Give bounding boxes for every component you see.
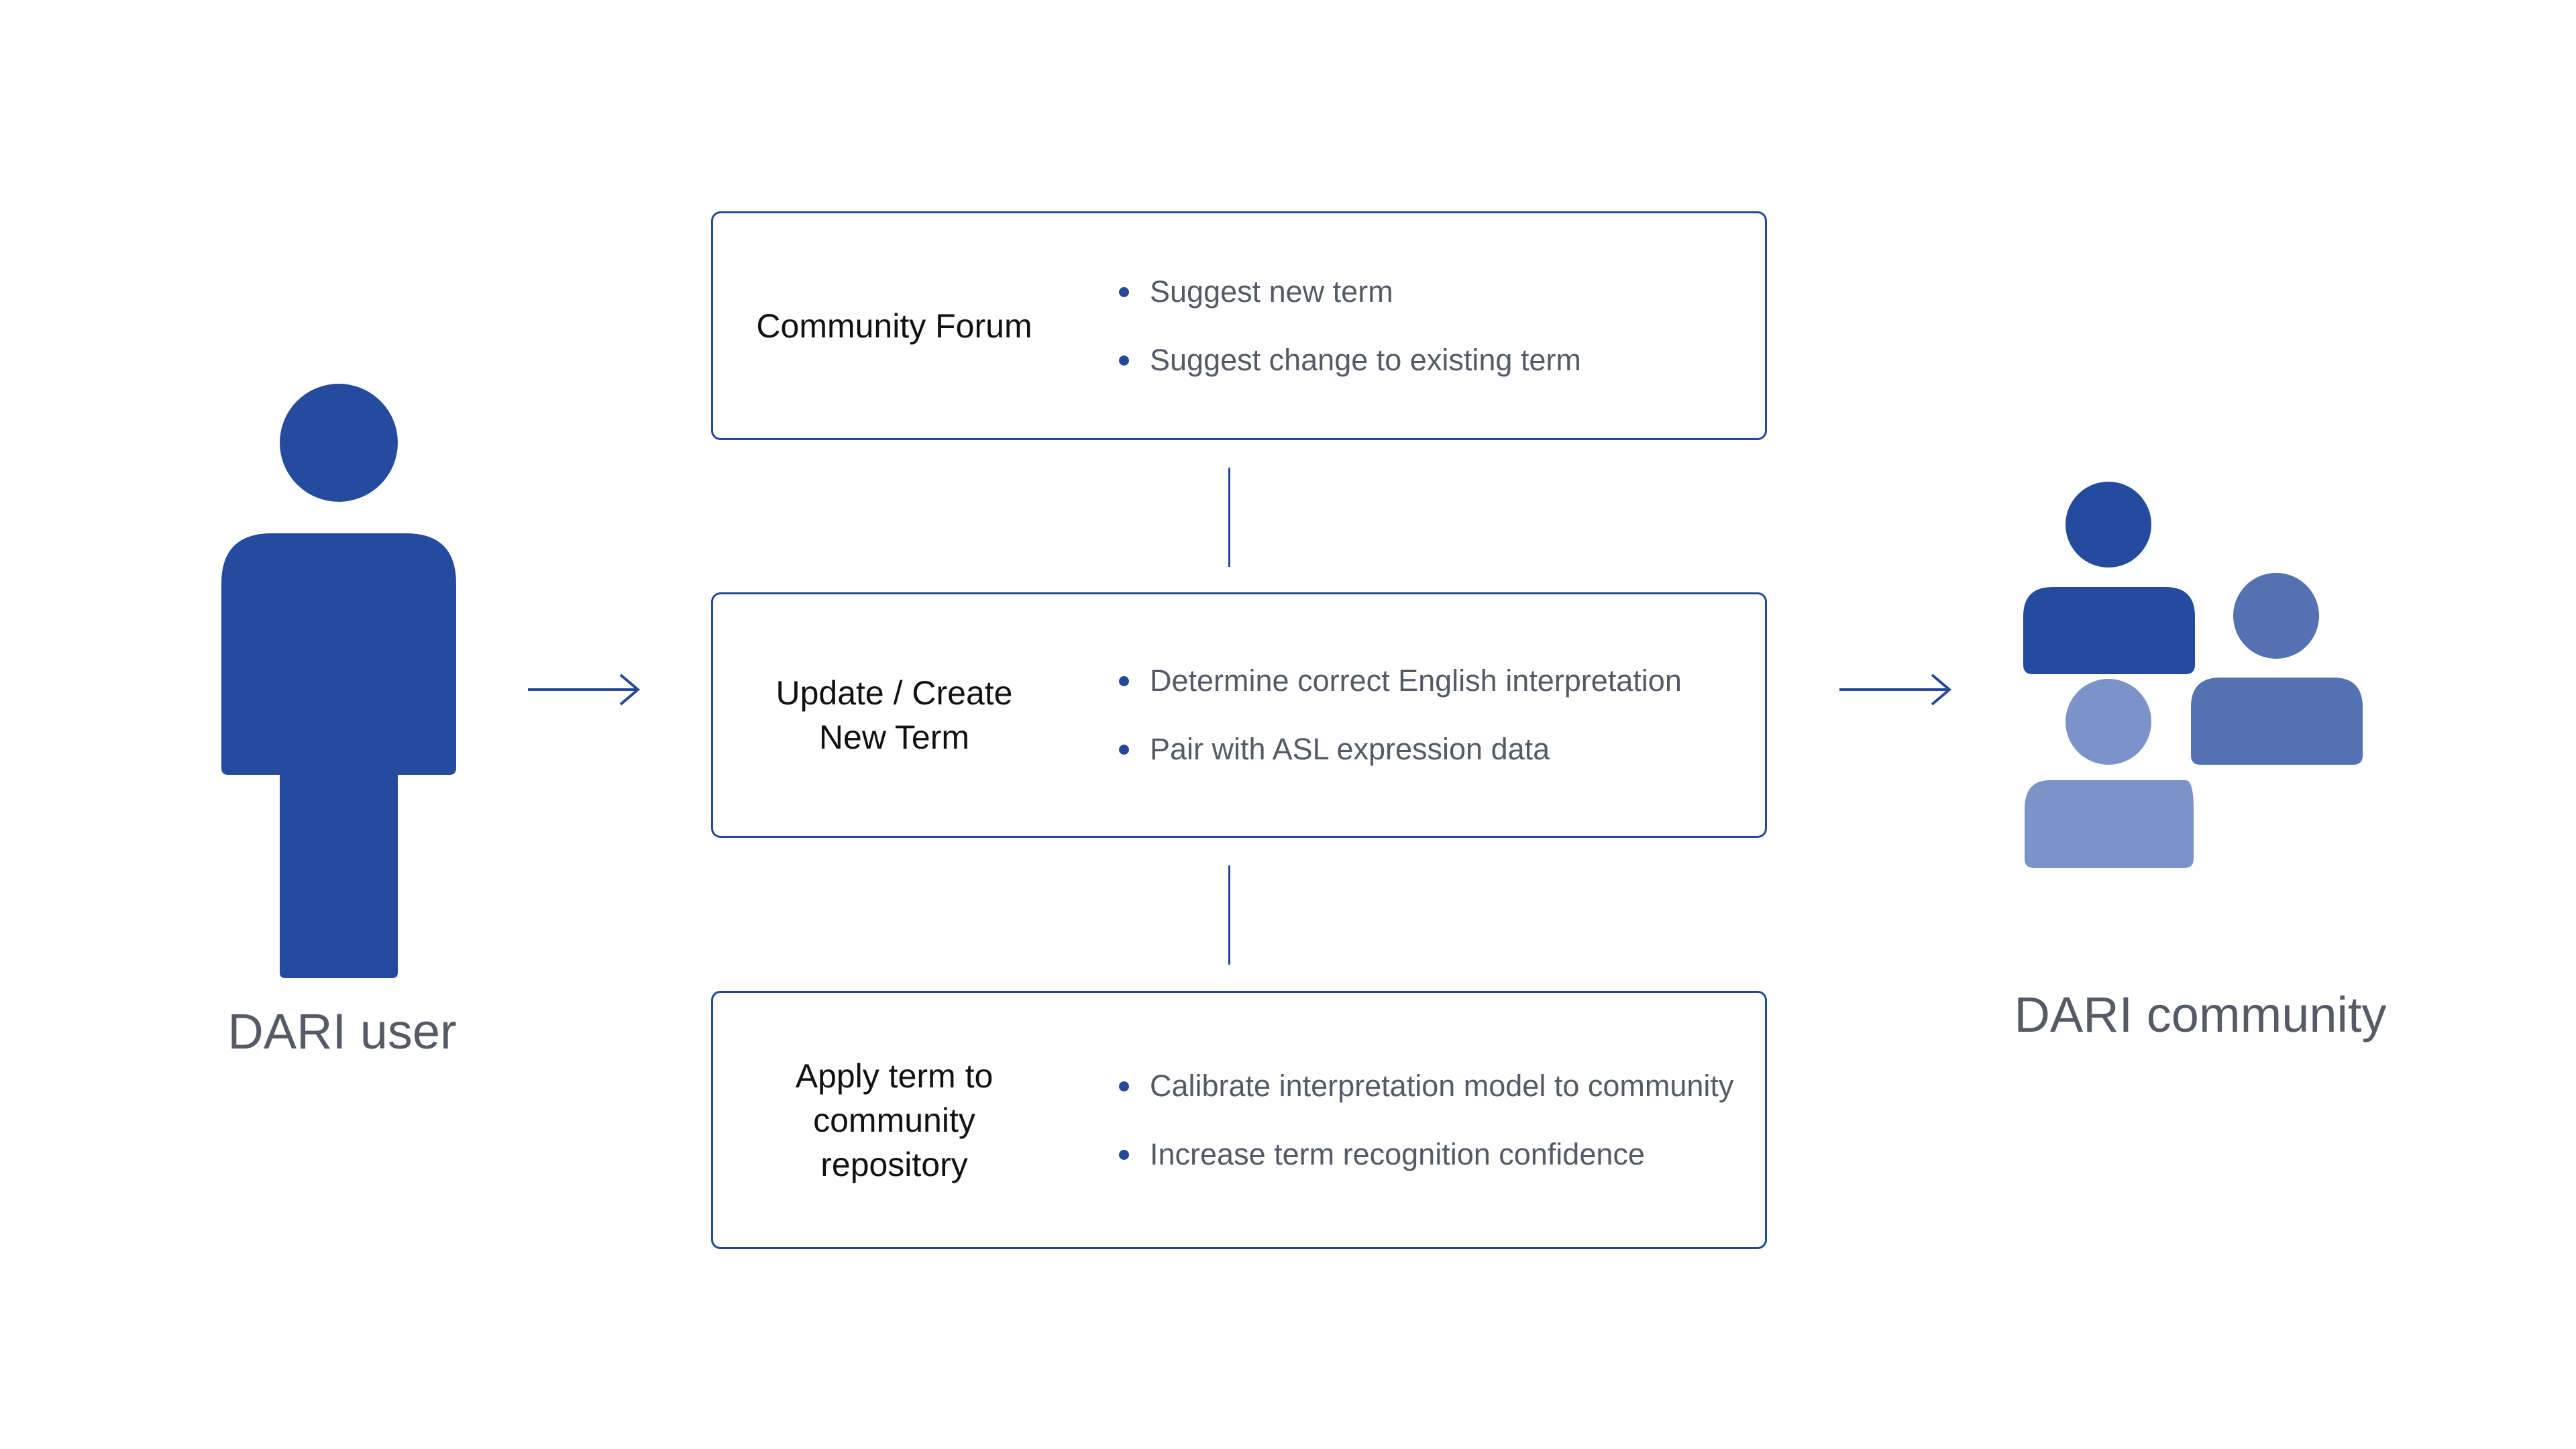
bullet-dot-icon xyxy=(1119,745,1129,755)
arrow-right-icon xyxy=(1839,674,1952,706)
step-title: Update / Create New Term xyxy=(775,674,1013,756)
step-bullet-list: Suggest new term Suggest change to exist… xyxy=(1119,213,1581,438)
step-title: Community Forum xyxy=(756,307,1032,345)
step-bullet-item: Suggest new term xyxy=(1119,269,1581,315)
community-label: DARI community xyxy=(2014,987,2387,1042)
step-bullet-item: Pair with ASL expression data xyxy=(1119,727,1682,772)
bullet-text: Determine correct English interpretation xyxy=(1150,663,1682,698)
user-label: DARI user xyxy=(227,1004,457,1059)
bullet-text: Calibrate interpretation model to commun… xyxy=(1150,1068,1734,1103)
bullet-dot-icon xyxy=(1119,1149,1129,1160)
step-bullet-list: Determine correct English interpretation… xyxy=(1119,594,1682,836)
connector-line xyxy=(1228,468,1230,567)
bullet-text: Suggest change to existing term xyxy=(1150,342,1581,377)
bullet-dot-icon xyxy=(1119,676,1129,686)
bullet-dot-icon xyxy=(1119,355,1129,366)
bullet-text: Suggest new term xyxy=(1150,274,1393,309)
step-box-apply-term: Apply term to community repository Calib… xyxy=(711,991,1767,1249)
bullet-text: Pair with ASL expression data xyxy=(1150,732,1550,766)
step-box-community-forum: Community Forum Suggest new term Suggest… xyxy=(711,211,1767,440)
step-title: Apply term to community repository xyxy=(795,1057,994,1183)
bullet-dot-icon xyxy=(1119,286,1129,297)
connector-line xyxy=(1228,865,1230,965)
bullet-text: Increase term recognition confidence xyxy=(1150,1136,1645,1171)
step-bullet-item: Increase term recognition confidence xyxy=(1119,1132,1733,1177)
step-bullet-item: Calibrate interpretation model to commun… xyxy=(1119,1063,1733,1109)
step-bullet-list: Calibrate interpretation model to commun… xyxy=(1119,993,1733,1247)
step-bullet-item: Determine correct English interpretation xyxy=(1119,658,1682,704)
arrow-right-icon xyxy=(528,674,641,706)
step-bullet-item: Suggest change to existing term xyxy=(1119,337,1581,383)
people-group-icon xyxy=(2023,482,2363,868)
step-box-update-create: Update / Create New Term Determine corre… xyxy=(711,592,1767,838)
bullet-dot-icon xyxy=(1119,1081,1129,1091)
person-icon xyxy=(221,384,456,978)
